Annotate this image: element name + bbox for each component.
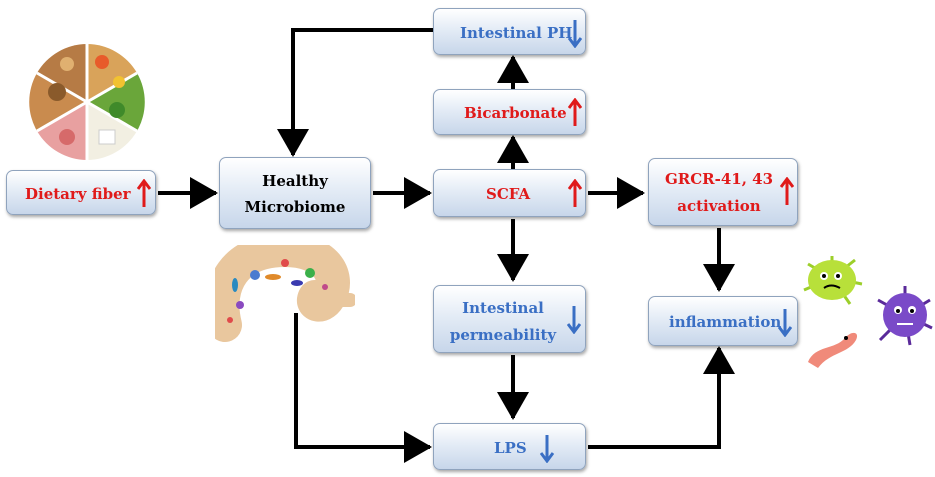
bicarbonate-box: Bicarbonate xyxy=(433,89,586,135)
lps-label: LPS xyxy=(494,439,527,457)
intestinal-ph-label: Intestinal PH xyxy=(460,24,573,42)
dietary-fiber-label: Dietary fiber xyxy=(25,185,131,203)
healthy-microbiome-line1: Healthy xyxy=(262,172,328,190)
increase-arrow-icon xyxy=(568,98,582,126)
inflammation-label: inflammation xyxy=(669,313,782,331)
bacteria-cartoon-icon xyxy=(800,250,933,375)
gpcr-line1: GRCR-41, 43 xyxy=(664,170,774,188)
healthy-microbiome-line2: Microbiome xyxy=(244,198,346,216)
healthy-microbiome-box: Healthy Microbiome xyxy=(219,157,371,229)
intestinal-permeability-line2: permeability xyxy=(449,326,557,344)
arrow-lps-to-inflammation xyxy=(588,346,735,449)
bicarbonate-label: Bicarbonate xyxy=(464,104,567,122)
decrease-arrow-icon xyxy=(568,20,582,48)
decrease-arrow-icon xyxy=(778,309,792,337)
intestinal-permeability-box: Intestinal permeability xyxy=(433,285,586,353)
lps-box: LPS xyxy=(433,423,586,470)
gpcr-activation-box: GRCR-41, 43 activation xyxy=(648,158,798,226)
increase-arrow-icon xyxy=(780,177,794,205)
scfa-label: SCFA xyxy=(486,185,531,203)
increase-arrow-icon xyxy=(568,179,582,207)
dietary-fiber-box: Dietary fiber xyxy=(6,170,156,215)
arrow-ph-to-microbiome xyxy=(277,28,433,157)
intestinal-ph-box: Intestinal PH xyxy=(433,8,586,55)
decrease-arrow-icon xyxy=(540,435,554,463)
gut-bacteria-icon xyxy=(205,232,357,345)
arrow-gut-to-lps xyxy=(294,313,432,463)
increase-arrow-icon xyxy=(137,179,151,207)
inflammation-box: inflammation xyxy=(648,296,798,346)
gpcr-line2: activation xyxy=(677,197,761,215)
food-plate-icon xyxy=(20,42,155,162)
intestinal-permeability-line1: Intestinal xyxy=(462,299,544,317)
scfa-box: SCFA xyxy=(433,169,586,217)
decrease-arrow-icon xyxy=(567,306,581,334)
